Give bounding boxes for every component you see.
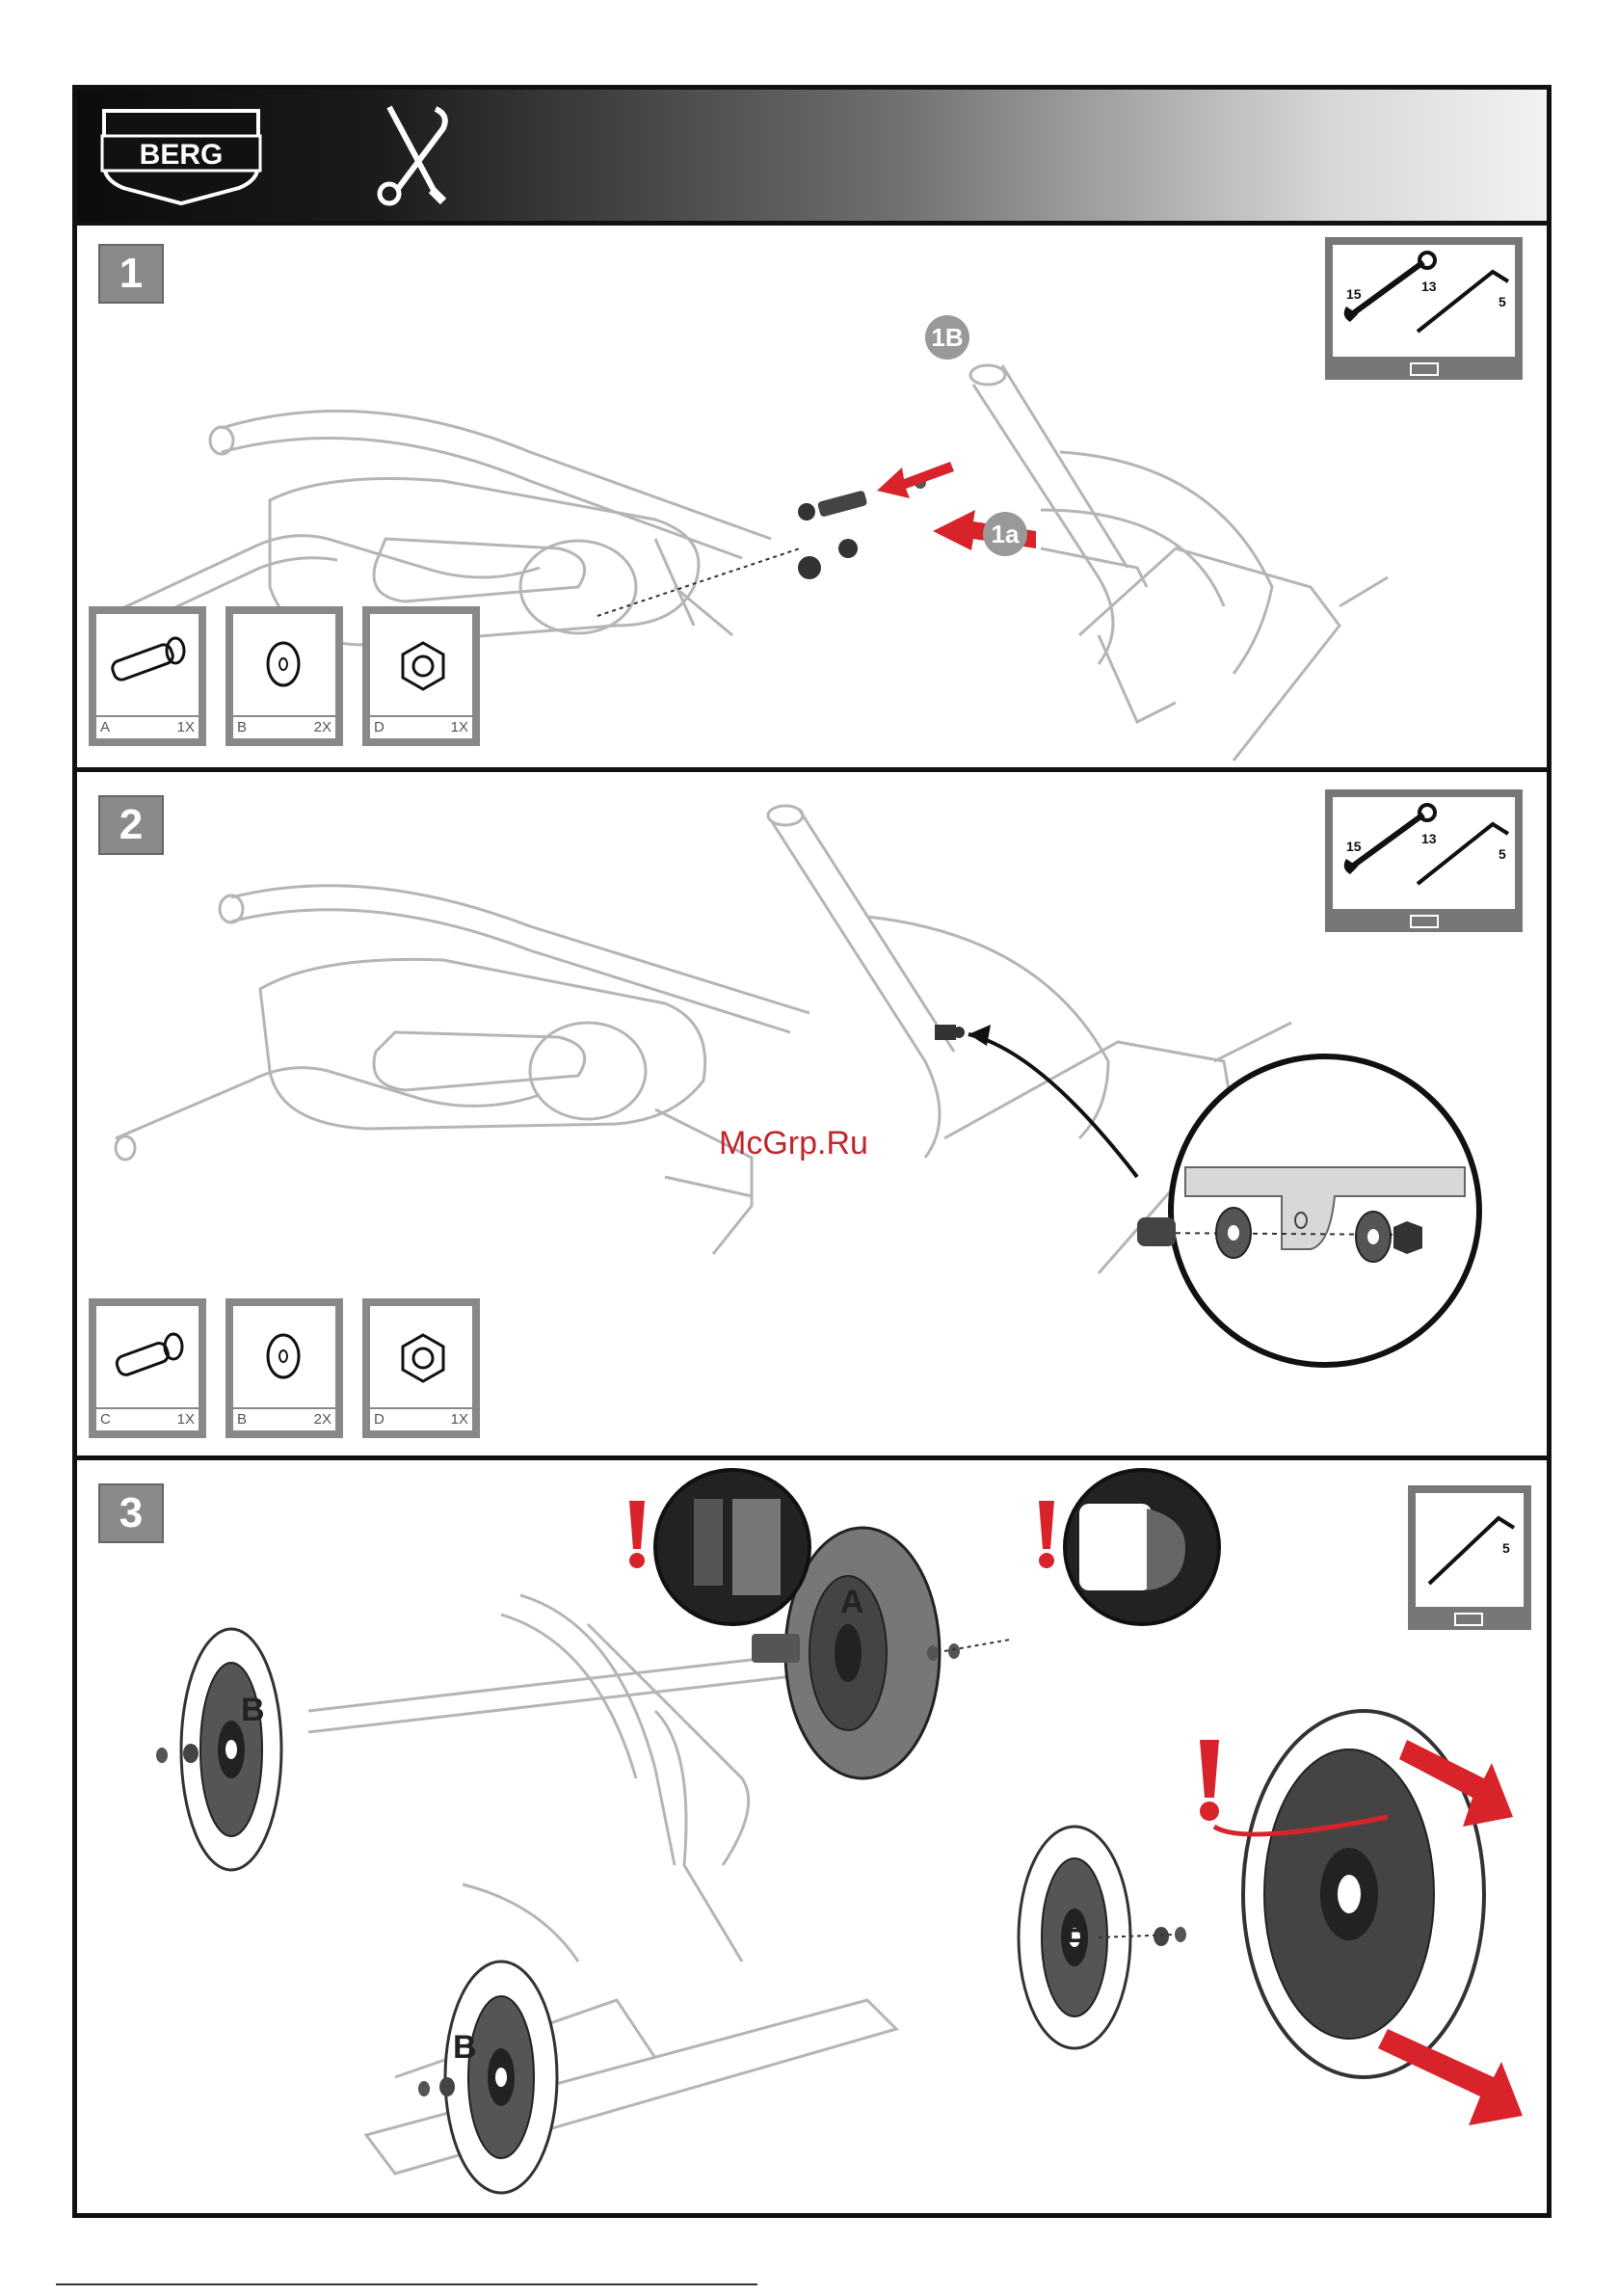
wheel-label-b: B (241, 1692, 265, 1729)
footer-rule (56, 2283, 757, 2285)
part-letter: B (237, 719, 247, 735)
rotate-arrow-bottom (1378, 2029, 1523, 2125)
part-qty: 2X (314, 1411, 332, 1428)
nut-icon (391, 1327, 455, 1391)
part-letter: A (100, 719, 110, 735)
watermark: McGrp.Ru (719, 1125, 868, 1162)
part-box-c: C 1X (89, 1298, 206, 1438)
wheel-b-bottom (418, 1962, 557, 2193)
warning-icon (629, 1501, 645, 1549)
wrench-screwdriver-icon (376, 101, 453, 207)
wheel-label-b: B (1065, 1913, 1089, 1951)
part-letter: D (374, 1411, 385, 1428)
part-box-b: B 2X (225, 606, 343, 746)
part-letter: C (100, 1411, 111, 1428)
warning-icon (1200, 1740, 1219, 1798)
kart-wheels-drawing (77, 1460, 1556, 2213)
part-box-a: A 1X (89, 606, 206, 746)
part-box-d: D 1X (362, 606, 480, 746)
part-box-d: D 1X (362, 1298, 480, 1438)
bolt-icon (104, 631, 191, 699)
wheel-b-right (1019, 1827, 1186, 2048)
part-letter: D (374, 719, 385, 735)
part-qty: 1X (451, 1411, 468, 1428)
manual-page-frame: BERG 1 15 13 5 (72, 85, 1552, 2218)
washer-icon (254, 1327, 312, 1385)
wheel-label-a: A (840, 1584, 864, 1621)
detail-circle-hub-right (1065, 1470, 1219, 1624)
part-qty: 1X (177, 1411, 195, 1428)
brand-logo-text: BERG (140, 139, 224, 171)
part-qty: 2X (314, 719, 332, 735)
detail-circle-hub-left (655, 1470, 809, 1624)
zoom-detail-circle (1166, 1052, 1484, 1370)
zoom-arrow (968, 1034, 1137, 1177)
bolt-icon (106, 1325, 193, 1393)
callout-1a: 1a (983, 512, 1027, 556)
nut-icon (391, 635, 455, 699)
step-3-panel: 3 5 (77, 1460, 1547, 2213)
page-header: BERG (77, 90, 1547, 226)
part-letter: B (237, 1411, 247, 1428)
bolt-hardware (597, 477, 926, 616)
part-qty: 1X (451, 719, 468, 735)
callout-1b: 1B (925, 315, 969, 360)
washer-icon (254, 635, 312, 693)
part-qty: 1X (177, 719, 195, 735)
part-box-b: B 2X (225, 1298, 343, 1438)
wheel-label-b: B (453, 2029, 477, 2067)
step-2-panel: 2 15 13 5 (77, 772, 1547, 1460)
step-1-panel: 1 15 13 5 (77, 221, 1547, 772)
wheel-b-left (156, 1629, 281, 1870)
berg-logo: BERG (94, 105, 268, 205)
warning-icon (1039, 1501, 1054, 1549)
bracket-hardware (935, 1025, 965, 1040)
